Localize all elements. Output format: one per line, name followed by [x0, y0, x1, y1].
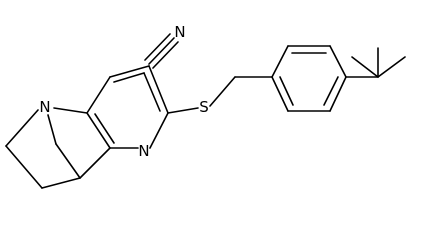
atom-labels: N N N S — [39, 23, 208, 160]
bond-nitrile-3 — [144, 33, 171, 61]
molecule-diagram: N N N S — [5, 23, 406, 189]
bond-ch2c-ch — [55, 143, 81, 179]
bond-c4a-c8a-inner — [94, 113, 115, 144]
bond-cq-me2 — [351, 56, 379, 78]
bond-ph4-ph5 — [329, 76, 347, 112]
bonds — [5, 33, 406, 189]
bond-ch-c8a — [79, 147, 111, 179]
bond-ch2b-ch — [41, 177, 81, 189]
bond-ch2a-ch2b — [5, 145, 43, 189]
bond-c3-c4-inner — [113, 72, 145, 83]
bond-n5-ch2c — [47, 114, 57, 145]
pyridine-n-label: N — [138, 142, 149, 160]
bond-c2-c3 — [148, 65, 169, 114]
bond-ph6-ph1 — [271, 76, 289, 112]
bond-ph1-ph2 — [271, 45, 289, 78]
bond-s-ch2 — [209, 76, 236, 107]
bond-n1-c2 — [149, 112, 169, 149]
bond-cq-me3 — [377, 56, 406, 78]
bond-c4a-c8a — [86, 112, 111, 149]
bond-nitrile-1 — [148, 37, 175, 65]
sulfur-label: S — [199, 98, 209, 116]
bond-ph3-ph4 — [329, 45, 347, 78]
bond-c4a-n5 — [53, 107, 88, 114]
bond-ph6-ph1-inner — [279, 76, 294, 106]
bridgehead-n-label: N — [39, 98, 50, 116]
bond-n5-ch2a — [5, 109, 39, 147]
bond-c4-c4a — [86, 76, 111, 114]
bond-c2-c3-inner — [143, 72, 161, 112]
nitrile-n-label: N — [174, 23, 185, 41]
bond-nitrile-2 — [152, 41, 179, 69]
bond-c3-c4 — [109, 65, 150, 78]
bond-c2-s — [167, 107, 199, 114]
bond-ph4-ph5-inner — [323, 76, 339, 106]
